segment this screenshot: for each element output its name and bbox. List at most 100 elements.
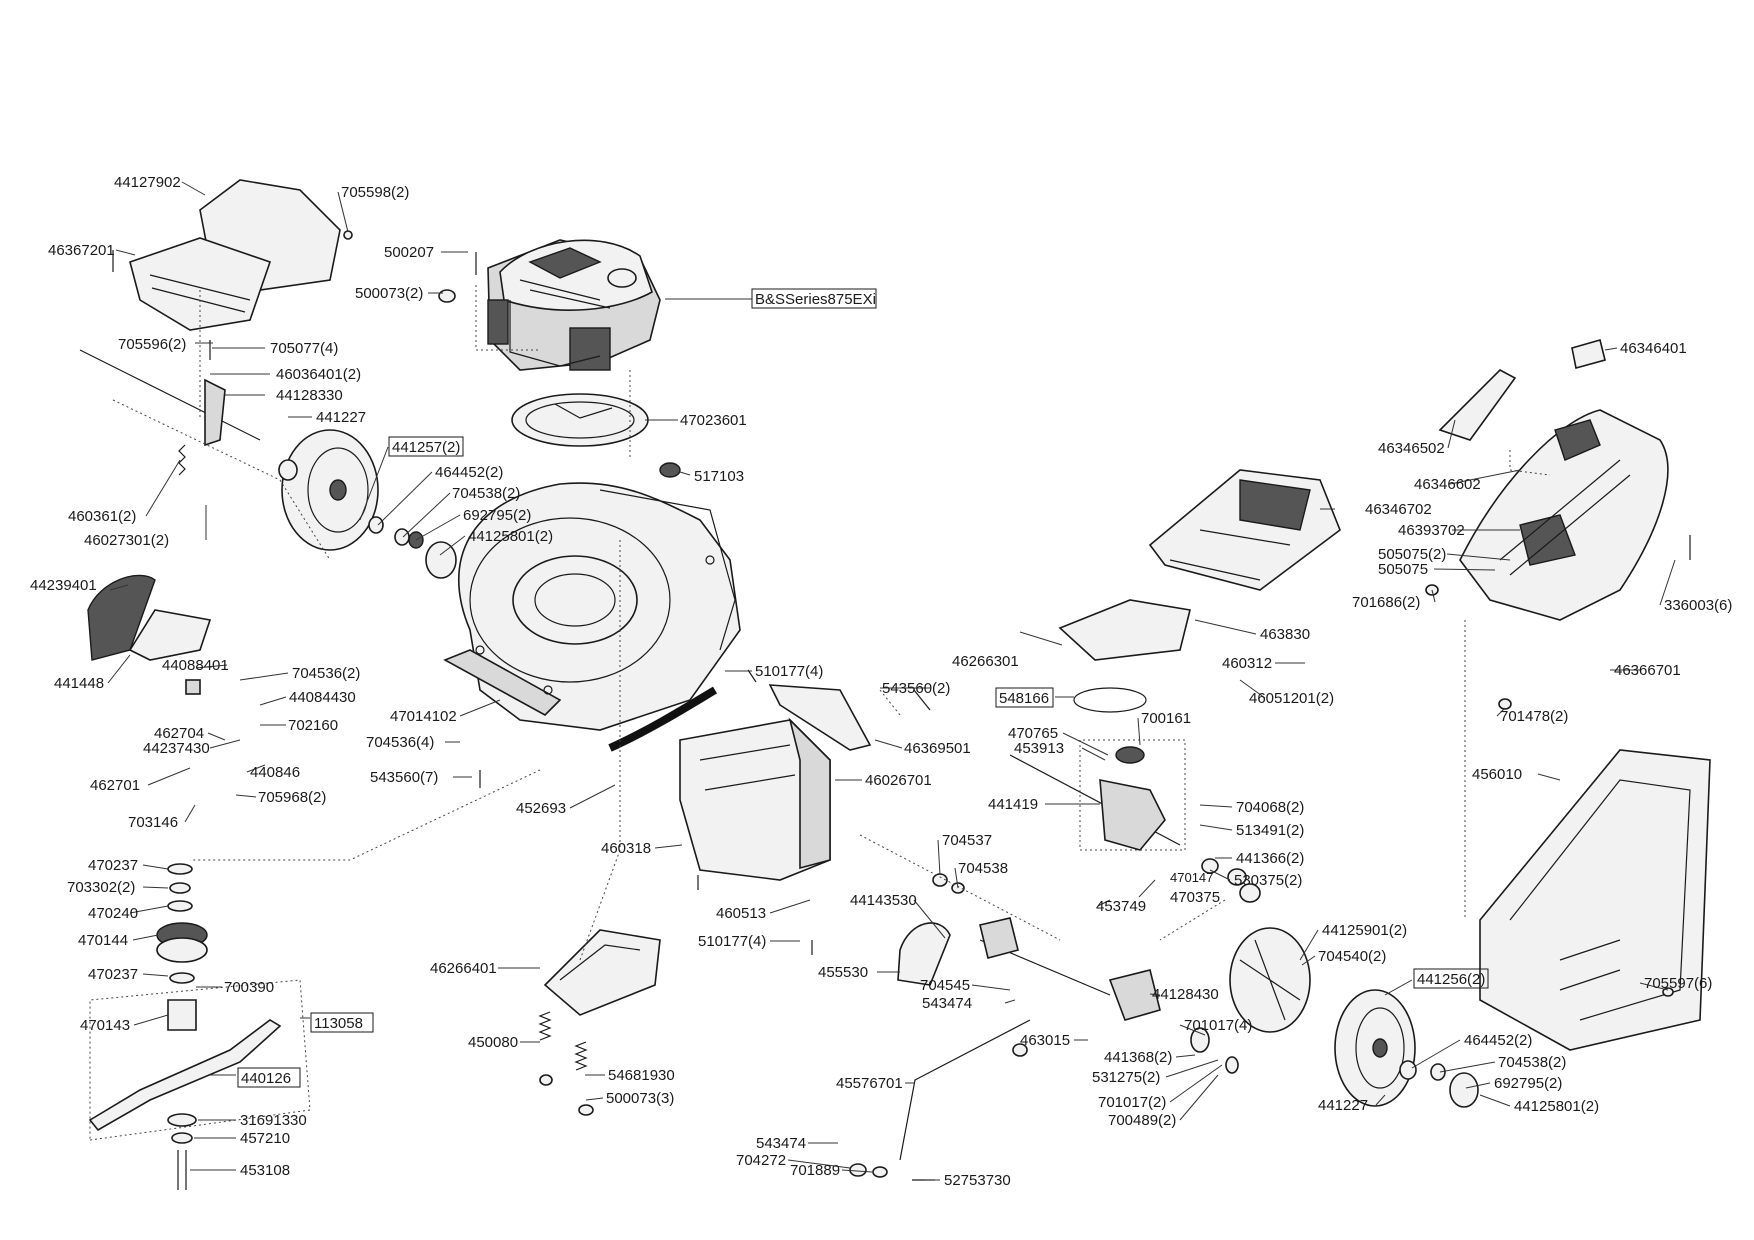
front-axle-part [79, 349, 261, 476]
part-label: 44084430 [289, 689, 356, 706]
part-label: 704538(2) [452, 485, 520, 502]
part-label: 462704 [154, 725, 204, 742]
part-label: 441227 [1318, 1097, 1368, 1114]
part-label: 531275(2) [1092, 1069, 1160, 1086]
part-label: 460312 [1222, 655, 1272, 672]
part-label: 52753730 [944, 1172, 1011, 1189]
rear-axle-part [897, 917, 1161, 1021]
bushing-part [659, 462, 681, 478]
part-label: 44128430 [1152, 986, 1219, 1003]
engine-part [487, 239, 661, 371]
part-label: 704537 [942, 832, 992, 849]
part-label: 44125901(2) [1322, 922, 1407, 939]
label-box [388, 436, 464, 457]
part-label: 700390 [224, 979, 274, 996]
height-lever-part [87, 574, 212, 695]
part-label: 44128330 [276, 387, 343, 404]
rear-flap-part [768, 684, 872, 751]
part-label: 47023601 [680, 412, 747, 429]
part-label: 464452(2) [1464, 1032, 1532, 1049]
part-label: 470147 [1170, 870, 1213, 885]
part-label: 543560(7) [370, 769, 438, 786]
part-label: 463830 [1260, 626, 1310, 643]
part-label: 45576701 [836, 1075, 903, 1092]
part-label: 440846 [250, 764, 300, 781]
part-label: 46346602 [1414, 476, 1481, 493]
label-box [751, 288, 877, 309]
part-label: 470237 [88, 857, 138, 874]
part-label: 441227 [316, 409, 366, 426]
front-wheel-part [278, 429, 457, 579]
part-label: 510177(4) [755, 663, 823, 680]
part-label: 44239401 [30, 577, 97, 594]
part-label: 702160 [288, 717, 338, 734]
part-label: 46346401 [1620, 340, 1687, 357]
part-label: 31691330 [240, 1112, 307, 1129]
part-label: 470375 [1170, 889, 1220, 906]
part-label: 336003(6) [1664, 597, 1732, 614]
part-label: B&SSeries875EXi [755, 291, 876, 308]
part-label: 46393702 [1398, 522, 1465, 539]
part-label: 46266301 [952, 653, 1019, 670]
part-label: 54681930 [608, 1067, 675, 1084]
part-label: 441256(2) [1417, 971, 1485, 988]
grass-box-part [1479, 749, 1711, 1051]
part-label: 470143 [80, 1017, 130, 1034]
part-label: 705597(6) [1644, 975, 1712, 992]
drive-belt-part [1073, 687, 1147, 713]
part-label: 701889 [790, 1162, 840, 1179]
part-label: 500207 [384, 244, 434, 261]
part-label: 704272 [736, 1152, 786, 1169]
part-label: 470765 [1008, 725, 1058, 742]
part-label: 543474 [922, 995, 972, 1012]
part-label: 543560(2) [882, 680, 950, 697]
label-box [995, 687, 1054, 708]
part-label: 462701 [90, 777, 140, 794]
part-label: 704545 [920, 977, 970, 994]
part-label: 44237430 [143, 740, 210, 757]
label-box [237, 1067, 301, 1088]
part-label: 505075(2) [1378, 546, 1446, 563]
part-label: 44143530 [850, 892, 917, 909]
part-label: 113058 [314, 1015, 363, 1032]
gearbox-part [1009, 746, 1181, 851]
part-label: 46367201 [48, 242, 115, 259]
part-label: 704538(2) [1498, 1054, 1566, 1071]
part-label: 46051201(2) [1249, 690, 1334, 707]
part-label: 704538 [958, 860, 1008, 877]
part-label: 46346502 [1378, 440, 1445, 457]
part-label: 703146 [128, 814, 178, 831]
part-label: 46036401(2) [276, 366, 361, 383]
part-label: 700161 [1141, 710, 1191, 727]
part-label: 456010 [1472, 766, 1522, 783]
spring-part [538, 1011, 552, 1041]
part-label: 455530 [818, 964, 868, 981]
part-label: 470144 [78, 932, 128, 949]
part-label: 460318 [601, 840, 651, 857]
part-label: 705968(2) [258, 789, 326, 806]
part-label: 500073(2) [355, 285, 423, 302]
part-label: 705596(2) [118, 336, 186, 353]
rear-chute-part [679, 717, 831, 881]
rear-wheel-part [1229, 927, 1479, 1108]
part-label: 701017(2) [1098, 1094, 1166, 1111]
part-label: 46026701 [865, 772, 932, 789]
part-label: 543474 [756, 1135, 806, 1152]
part-label: 701017(4) [1184, 1017, 1252, 1034]
gasket-ring-part [511, 393, 649, 447]
adjust-rod-part [899, 1019, 1031, 1161]
mulch-insert-part [1058, 599, 1191, 661]
part-label: 530375(2) [1234, 872, 1302, 889]
part-label: 701478(2) [1500, 708, 1568, 725]
part-label: 517103 [694, 468, 744, 485]
part-label: 705077(4) [270, 340, 338, 357]
part-label: 704068(2) [1236, 799, 1304, 816]
part-label: 692795(2) [1494, 1075, 1562, 1092]
part-label: 510177(4) [698, 933, 766, 950]
part-label: 704540(2) [1318, 948, 1386, 965]
part-label: 46346702 [1365, 501, 1432, 518]
part-label: 464452(2) [435, 464, 503, 481]
part-label: 450080 [468, 1034, 518, 1051]
mower-deck-part [443, 482, 741, 731]
part-label: 441366(2) [1236, 850, 1304, 867]
